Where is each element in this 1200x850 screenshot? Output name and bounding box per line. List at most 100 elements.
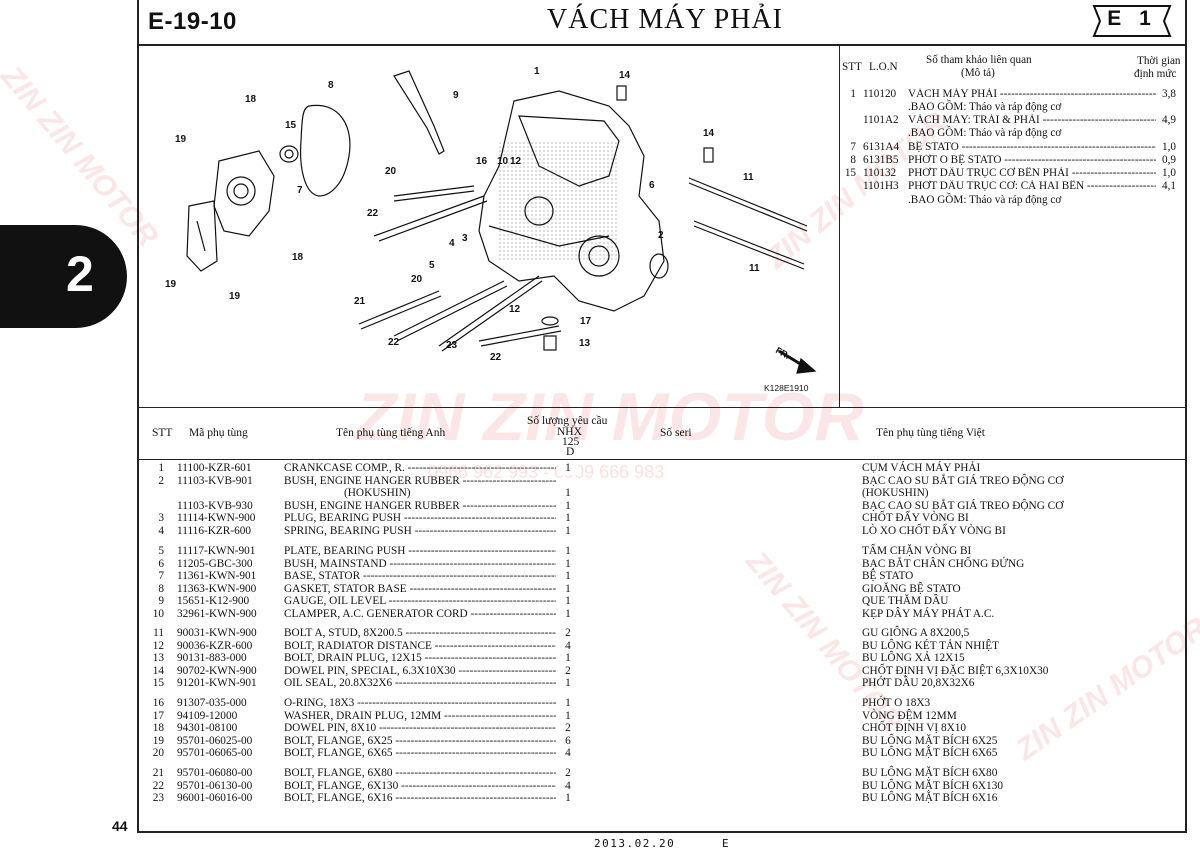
part-name-en: BUSH, ENGINE HANGER RUBBER <box>284 500 556 513</box>
part-callout: 8 <box>328 80 334 91</box>
part-callout: 4 <box>449 238 455 249</box>
ref-time: 1,0 <box>1160 167 1176 180</box>
part-name-vi: BU LÔNG KÉT TẢN NHIỆT <box>862 640 1000 652</box>
part-name-en: GASKET, STATOR BASE <box>284 583 556 596</box>
ref-desc: BỆ STATO <box>908 141 1156 154</box>
part-callout: 12 <box>510 156 522 167</box>
part-name-en: BOLT, FLANGE, 6X16 <box>284 792 556 805</box>
part-stt: 21 <box>152 767 164 779</box>
ref-code: 6131A4 <box>863 141 900 153</box>
part-qty: 2 <box>558 627 578 640</box>
part-callout: 14 <box>619 70 631 81</box>
part-qty: 2 <box>558 665 578 678</box>
part-code: 11117-KWN-901 <box>177 545 256 557</box>
ref-desc: VÁCH MÁY PHẢI <box>908 88 1156 101</box>
part-stt: 13 <box>152 652 164 664</box>
part-stt: 17 <box>152 710 164 722</box>
part-callout: 11 <box>743 172 754 183</box>
ref-header-desc2: (Mô tả) <box>961 67 995 79</box>
chapter-tab: 2 <box>0 225 127 328</box>
ref-note: .BAO GỒM: Tháo và ráp động cơ <box>908 194 1062 206</box>
part-name-vi: CỤM VÁCH MÁY PHẢI <box>862 462 981 474</box>
ref-stt: 15 <box>844 167 856 179</box>
ref-header-time: Thời gian <box>1137 55 1181 67</box>
part-name-vi: GU GIÔNG A 8X200,5 <box>862 627 970 639</box>
figure-code: K128E1910 <box>764 383 809 393</box>
part-callout: 11 <box>749 263 760 274</box>
part-name-en: DOWEL PIN, SPECIAL, 6.3X10X30 <box>284 665 556 678</box>
col-serial: Số seri <box>660 427 692 439</box>
part-name-vi: BẠC BẮT CHÂN CHỐNG ĐỨNG <box>862 558 1025 570</box>
part-code: 11205-GBC-300 <box>177 558 253 570</box>
ref-time: 4,9 <box>1160 114 1176 127</box>
part-callout: 22 <box>388 337 400 348</box>
part-code: 95701-06080-00 <box>177 767 253 779</box>
part-name-en: DOWEL PIN, 8X10 <box>284 722 556 735</box>
part-name-vi: CHỐT ĐỊNH VỊ 8X10 <box>862 722 967 734</box>
part-name-en: BOLT, FLANGE, 6X25 <box>284 735 556 748</box>
ref-code: 110132 <box>863 167 897 179</box>
ref-time: 4,1 <box>1160 180 1176 193</box>
part-code: 96001-06016-00 <box>177 792 253 804</box>
ref-stt: 8 <box>850 154 856 166</box>
part-name-vi: BẠC CAO SU BẮT GIÁ TREO ĐỘNG CƠ <box>862 475 1064 487</box>
part-qty: 1 <box>558 512 578 525</box>
part-code: 94109-12000 <box>177 710 238 722</box>
part-code: 91307-035-000 <box>177 697 247 709</box>
part-qty: 1 <box>558 710 578 723</box>
part-name-en: BUSH, MAINSTAND <box>284 558 556 571</box>
col-name-vi: Tên phụ tùng tiếng Việt <box>876 427 985 439</box>
page-frame <box>137 0 1187 833</box>
part-stt: 4 <box>158 525 164 537</box>
footer-mark: E <box>722 837 729 850</box>
stud-bolt <box>693 220 805 270</box>
part-callout: 21 <box>354 296 366 307</box>
part-code: 32961-KWN-900 <box>177 608 257 620</box>
ref-time: 3,8 <box>1160 88 1176 101</box>
page-number: 44 <box>112 818 128 834</box>
part-code: 95701-06065-00 <box>177 747 253 759</box>
part-callout: 6 <box>649 180 655 191</box>
part-qty: 1 <box>558 595 578 608</box>
part-callout: 3 <box>462 233 468 244</box>
part-stt: 22 <box>152 780 164 792</box>
col-model2: 125 <box>562 436 580 448</box>
part-name-vi: LÒ XO CHỐT ĐẨY VÒNG BI <box>862 525 1006 537</box>
part-name-en: BOLT, FLANGE, 6X130 <box>284 780 556 793</box>
part-code: 11103-KVB-901 <box>177 475 253 487</box>
part-name-en: (HOKUSHIN) <box>344 487 411 499</box>
part-callout: 19 <box>165 279 177 290</box>
section-badge-label: E 1 <box>1107 7 1157 30</box>
page-title: VÁCH MÁY PHẢI <box>547 4 783 35</box>
ref-code: 1101H3 <box>863 180 899 192</box>
dipstick <box>393 70 445 155</box>
col-model: NHX <box>557 426 582 438</box>
part-stt: 9 <box>158 595 164 607</box>
ref-desc: PHỚT DẦU TRỤC CƠ BÊN PHẢI <box>908 167 1156 180</box>
part-stt: 23 <box>152 792 164 804</box>
part-qty: 1 <box>558 487 578 500</box>
part-name-en: SPRING, BEARING PUSH <box>284 525 556 538</box>
part-code: 90036-KZR-600 <box>177 640 253 652</box>
ref-desc: VÁCH MÁY: TRÁI & PHẢI <box>908 114 1156 127</box>
part-qty: 1 <box>558 583 578 596</box>
part-callout: 18 <box>292 252 304 263</box>
part-code: 15651-K12-900 <box>177 595 250 607</box>
part-callout: 19 <box>175 134 187 145</box>
part-name-en: WASHER, DRAIN PLUG, 12MM <box>284 710 556 723</box>
ref-desc: PHỚT DẦU TRỤC CƠ: CẢ HAI BÊN <box>908 180 1156 193</box>
table-row: (HOKUSHIN)1(HOKUSHIN) <box>139 487 1185 500</box>
part-name-en: O-RING, 18X3 <box>284 697 556 710</box>
part-qty: 4 <box>558 640 578 653</box>
stator-base <box>213 150 275 237</box>
ref-header-stt: STT <box>842 61 862 73</box>
part-name-vi: PHỚT O 18X3 <box>862 697 931 709</box>
ref-stt: 7 <box>850 141 856 153</box>
part-callout: 20 <box>385 166 397 177</box>
